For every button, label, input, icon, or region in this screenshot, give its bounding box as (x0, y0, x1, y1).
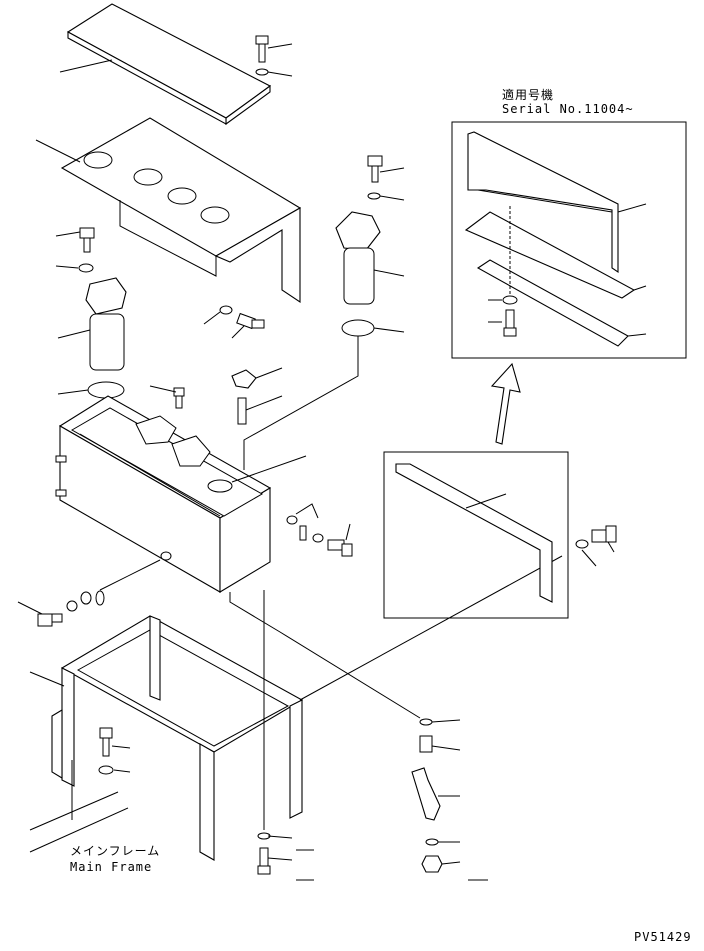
cover-bolt (203, 305, 265, 339)
inset-box (451, 121, 687, 359)
tank-cover (35, 117, 302, 304)
stand-bolts (98, 727, 314, 881)
hose-line (229, 592, 421, 719)
inset-title-jp: 適用号機 (502, 88, 555, 102)
top-bolt (255, 35, 293, 77)
detail-link-line (299, 555, 563, 701)
drawing-code: PV51429 (634, 930, 692, 944)
main-frame-label-jp: メインフレーム (70, 844, 161, 858)
top-cover-plate (59, 3, 272, 126)
tank-side-bolts (286, 503, 353, 557)
tank-fittings (149, 367, 283, 425)
main-frame-label-en: Main Frame (70, 860, 153, 874)
left-filter (55, 227, 127, 399)
main-frame-beam (29, 760, 129, 853)
detail-box (383, 451, 617, 619)
hydraulic-tank (55, 395, 307, 593)
right-filter (243, 155, 405, 470)
tank-stand (29, 615, 304, 861)
hose-fittings (411, 718, 488, 881)
arrow-up-icon (490, 362, 521, 445)
tank-drain-bolts (17, 559, 161, 627)
inset-title-en: Serial No.11004~ (502, 102, 634, 116)
